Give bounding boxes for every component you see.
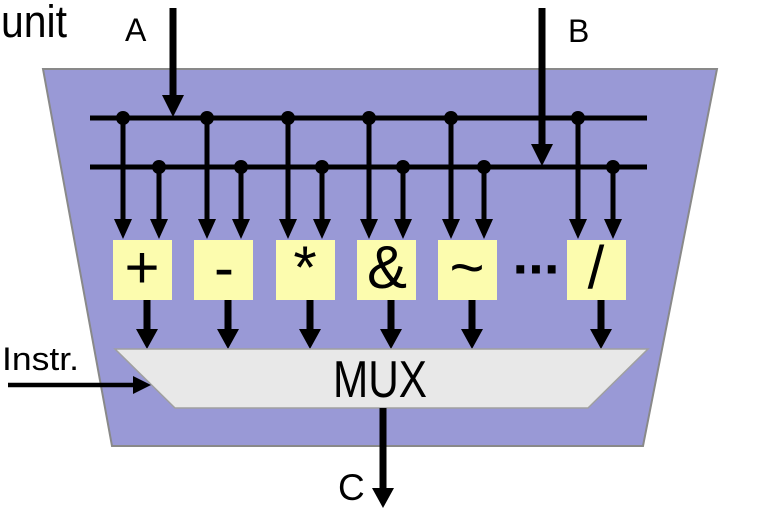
op-box <box>194 240 253 300</box>
junction-dot <box>362 111 376 125</box>
bus-a-junction-dots <box>116 111 585 125</box>
op-output-arrowhead-icon <box>299 329 321 349</box>
op-label-not: ~ <box>449 234 484 301</box>
op-unit-not: ~ <box>438 234 497 301</box>
input-b-arrowhead-icon <box>531 144 553 166</box>
junction-dot <box>396 160 410 174</box>
op-output-arrowhead-icon <box>136 329 158 349</box>
output-c-arrow <box>372 408 394 508</box>
mux-label: MUX <box>333 351 427 409</box>
op-unit-subtract: - <box>194 234 253 301</box>
junction-dot <box>315 160 329 174</box>
input-a-arrowhead-icon <box>162 95 184 117</box>
op-output-arrowhead-icon <box>217 329 239 349</box>
label-input-a: A <box>125 12 147 48</box>
op-unit-multiply: * <box>276 234 335 301</box>
op-output-arrowhead-icon <box>380 329 402 349</box>
op-box <box>357 240 416 300</box>
junction-dot <box>477 160 491 174</box>
branch-arrowhead-icon <box>198 219 216 239</box>
branch-arrowhead-icon <box>394 219 412 239</box>
op-box <box>567 240 626 300</box>
op-unit-and: & <box>357 234 416 301</box>
instr-control-arrow <box>8 376 151 394</box>
junction-dot <box>200 111 214 125</box>
bus-b-branch-arrows <box>150 167 622 239</box>
branch-arrowhead-icon <box>360 219 378 239</box>
mux-body-trapezoid <box>113 348 650 409</box>
bus-a-branch-arrows <box>114 118 587 239</box>
branch-arrowhead-icon <box>569 219 587 239</box>
branch-arrowhead-icon <box>279 219 297 239</box>
junction-dot <box>234 160 248 174</box>
op-unit-divide: / <box>567 234 626 301</box>
junction-dot <box>606 160 620 174</box>
op-box <box>438 240 497 300</box>
op-label-subtract: - <box>214 234 234 301</box>
junction-dot <box>116 111 130 125</box>
op-label-and: & <box>367 234 407 301</box>
branch-arrowhead-icon <box>313 219 331 239</box>
op-box <box>276 240 335 300</box>
junction-dot <box>152 160 166 174</box>
branch-arrowhead-icon <box>442 219 460 239</box>
op-output-arrowhead-icon <box>590 329 612 349</box>
input-a-arrow <box>162 8 184 117</box>
bus-b-junction-dots <box>152 160 620 174</box>
instr-arrowhead-icon <box>133 376 151 394</box>
op-output-arrows <box>136 300 612 349</box>
branch-arrowhead-icon <box>232 219 250 239</box>
output-c-arrowhead-icon <box>372 488 394 508</box>
label-instr: Instr. <box>2 341 79 377</box>
op-unit-add: + <box>113 234 172 301</box>
label-output-c: C <box>338 467 365 508</box>
op-box <box>113 240 172 300</box>
op-label-add: + <box>124 234 159 301</box>
input-b-arrow <box>531 8 553 166</box>
op-label-divide: / <box>588 234 605 301</box>
title-unit-fragment: unit <box>1 0 67 47</box>
op-label-multiply: * <box>293 234 316 301</box>
junction-dot <box>444 111 458 125</box>
branch-arrowhead-icon <box>604 219 622 239</box>
branch-arrowhead-icon <box>475 219 493 239</box>
ellipsis-more-ops: ··· <box>513 237 560 300</box>
op-output-arrowhead-icon <box>461 329 483 349</box>
label-input-b: B <box>568 13 589 49</box>
branch-arrowhead-icon <box>150 219 168 239</box>
junction-dot <box>281 111 295 125</box>
junction-dot <box>571 111 585 125</box>
branch-arrowhead-icon <box>114 219 132 239</box>
